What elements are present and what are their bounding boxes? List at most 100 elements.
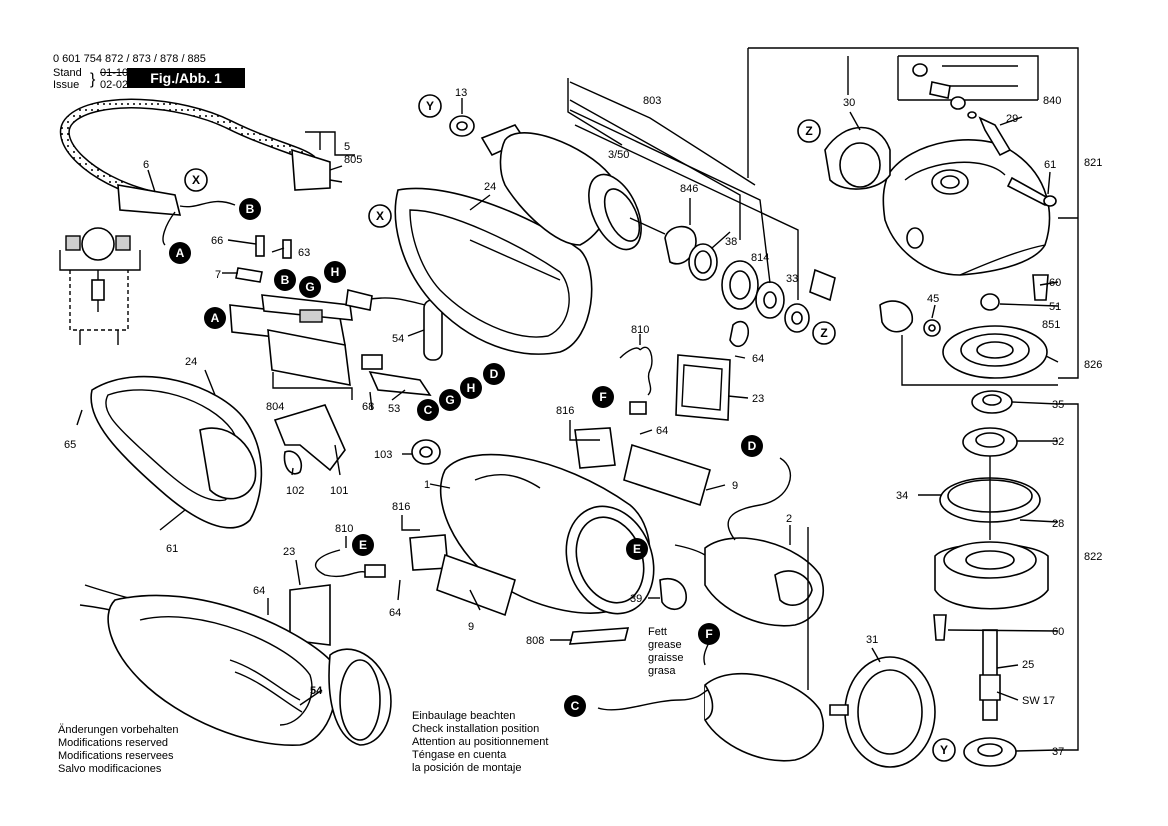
label-68: 68 [362, 401, 374, 413]
label-840: 840 [1043, 95, 1061, 107]
svg-text:G: G [445, 393, 454, 407]
wiring-schematic [59, 227, 141, 345]
part-numbers: 0 601 754 872 / 873 / 878 / 885 [53, 53, 206, 65]
label-38: 38 [725, 236, 737, 248]
note-center-line: Téngase en cuenta [412, 749, 507, 761]
label-826: 826 [1084, 359, 1102, 371]
housing-half-24-top [394, 187, 593, 355]
svg-text:C: C [424, 403, 433, 417]
grease-line: grasa [648, 665, 676, 677]
label-29: 29 [1006, 113, 1018, 125]
grease-note: Fett grease graisse grasa [648, 626, 683, 678]
svg-text:E: E [633, 542, 641, 556]
note-left-line: Modifications reserved [58, 737, 169, 749]
label-37: 37 [1052, 746, 1064, 758]
note-center-line: Attention au positionnement [412, 736, 549, 748]
label-54-inset: 54 [310, 685, 323, 697]
label-30: 30 [843, 97, 855, 109]
crown-gear-826 [942, 325, 1048, 379]
bevel-gear-30 [824, 126, 891, 190]
label-23-bottom: 23 [283, 546, 295, 558]
reference-bubbles: X X Y Z Z Y [184, 94, 956, 762]
label-66: 66 [211, 235, 223, 247]
label-102: 102 [286, 485, 304, 497]
connector-c-right: C [417, 399, 439, 421]
connector-f-bottom: F [698, 623, 720, 645]
svg-text:D: D [490, 367, 499, 381]
field-coil-lower [704, 672, 824, 762]
label-2: 2 [786, 513, 792, 525]
wire-connections [314, 346, 791, 711]
label-101: 101 [330, 485, 348, 497]
label-51: 51 [1049, 301, 1061, 313]
svg-text:F: F [599, 390, 606, 404]
label-803: 803 [643, 95, 661, 107]
connector-f-top: F [592, 386, 614, 408]
installed-position-inset [79, 584, 392, 746]
switch-lever-53 [361, 354, 432, 396]
label-13: 13 [455, 87, 467, 99]
svg-text:H: H [331, 265, 340, 279]
connector-e-left: E [352, 534, 374, 556]
bracket-822 [1058, 403, 1079, 751]
part-labels: 5 805 6 66 63 7 24 54 804 68 53 24 65 10… [64, 87, 1102, 758]
label-63: 63 [298, 247, 310, 259]
svg-text:A: A [211, 311, 220, 325]
svg-text:B: B [281, 273, 290, 287]
power-cord [59, 98, 343, 246]
note-center-line: Einbaulage beachten [412, 710, 516, 722]
connector-d-bottom: D [741, 435, 763, 457]
label-9-bottom: 9 [468, 621, 474, 633]
label-33: 33 [786, 273, 798, 285]
bracket-821 [747, 47, 1079, 379]
grease-line: graisse [648, 652, 684, 664]
label-808: 808 [526, 635, 544, 647]
leader-lines [76, 56, 1059, 752]
note-left-line: Modifications reservees [58, 750, 174, 762]
connector-b-top: B [239, 198, 261, 220]
label-64-middle: 64 [656, 425, 668, 437]
label-28: 28 [1052, 518, 1064, 530]
label-804: 804 [266, 401, 284, 413]
spindle-stack [933, 390, 1049, 767]
label-sw17: SW 17 [1022, 695, 1055, 707]
connector-d-right: D [483, 363, 505, 385]
label-35: 35 [1052, 399, 1064, 411]
svg-text:H: H [467, 381, 476, 395]
label-64-inset: 64 [253, 585, 265, 597]
svg-text:F: F [705, 627, 712, 641]
label-814: 814 [751, 252, 769, 264]
field-coil-2 [704, 537, 824, 627]
switch-assembly [229, 235, 353, 386]
label-24-bottom: 24 [185, 356, 197, 368]
ref-y-top: Y [418, 94, 442, 118]
ref-x-housing: X [368, 204, 392, 228]
figure-label: Fig./Abb. 1 [127, 68, 245, 88]
bracket-840 [897, 55, 1039, 101]
label-64-top: 64 [752, 353, 764, 365]
connector-h-top: H [324, 261, 346, 283]
label-31: 31 [866, 634, 878, 646]
label-846: 846 [680, 183, 698, 195]
ref-z-bearing: Z [812, 321, 836, 345]
label-25: 25 [1022, 659, 1034, 671]
label-822: 822 [1084, 551, 1102, 563]
label-61-right: 61 [1044, 159, 1056, 171]
gear-housing [882, 139, 1051, 276]
label-65: 65 [64, 439, 76, 451]
grease-line: grease [648, 639, 682, 651]
connector-e-right: E [626, 538, 648, 560]
label-45: 45 [927, 293, 939, 305]
svg-text:Y: Y [940, 743, 948, 757]
svg-text:C: C [571, 699, 580, 713]
motor-housing-1 [411, 439, 655, 615]
screws [879, 176, 1057, 337]
connector-h-right: H [460, 377, 482, 399]
label-60-top: 60 [1049, 277, 1061, 289]
label-6: 6 [143, 159, 149, 171]
svg-text:D: D [748, 439, 757, 453]
svg-text:X: X [376, 209, 384, 223]
svg-text:Y: Y [426, 99, 434, 113]
label-810-top: 810 [631, 324, 649, 336]
label-64-bottom: 64 [389, 607, 401, 619]
